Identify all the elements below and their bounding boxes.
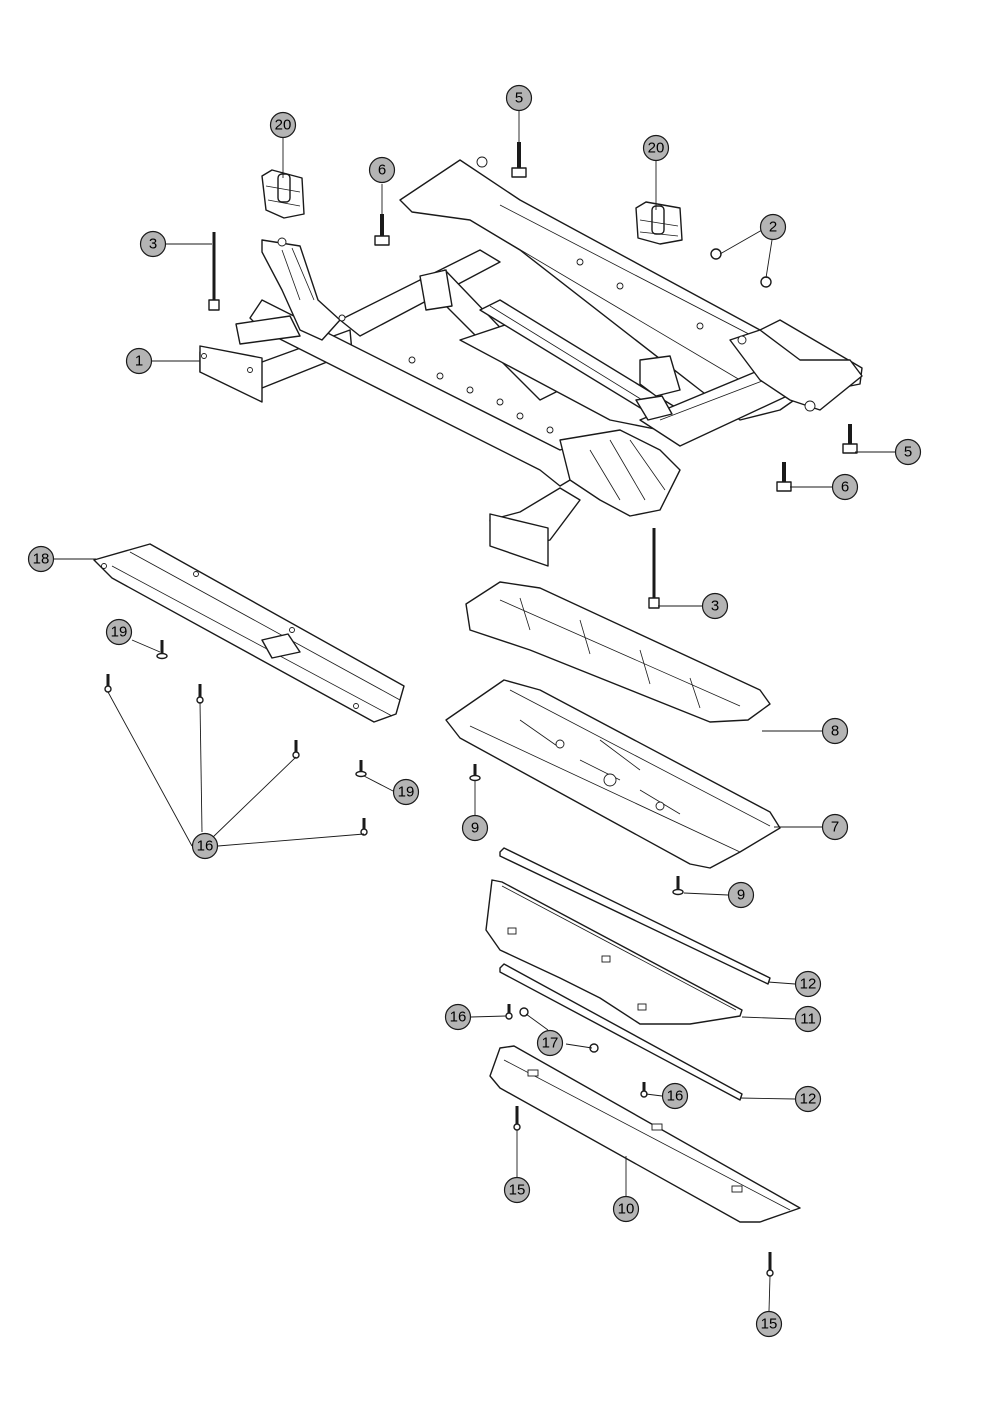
skid-plate-8	[465, 581, 771, 723]
callout-16: 16	[444, 1003, 472, 1031]
bolt-6-upper	[374, 214, 390, 246]
svg-text:15: 15	[761, 1316, 778, 1333]
callout-5: 5	[894, 438, 922, 466]
callout-17: 17	[536, 1029, 564, 1057]
svg-text:7: 7	[831, 819, 839, 836]
callout-10: 10	[612, 1195, 640, 1223]
callout-6: 6	[368, 156, 396, 184]
svg-text:12: 12	[800, 976, 817, 993]
callout-3: 3	[139, 230, 167, 258]
svg-text:6: 6	[378, 162, 386, 179]
bolt-6-lower	[776, 462, 792, 492]
callout-8: 8	[821, 717, 849, 745]
callout-15: 15	[503, 1176, 531, 1204]
svg-text:19: 19	[398, 784, 415, 801]
callout-1: 1	[125, 347, 153, 375]
mount-bracket-left	[261, 169, 305, 219]
callout-5: 5	[505, 84, 533, 112]
svg-text:16: 16	[197, 838, 214, 855]
mount-bracket-right	[635, 201, 683, 245]
strip-12-upper	[499, 847, 771, 985]
callout-11: 11	[794, 1005, 822, 1033]
svg-text:17: 17	[542, 1035, 559, 1052]
svg-text:19: 19	[111, 624, 128, 641]
svg-text:20: 20	[648, 140, 665, 157]
svg-text:18: 18	[33, 551, 50, 568]
callout-16: 16	[661, 1082, 689, 1110]
skid-plate-7	[445, 679, 781, 869]
svg-text:11: 11	[800, 1011, 816, 1028]
callout-6: 6	[831, 473, 859, 501]
callout-20: 20	[642, 134, 670, 162]
callout-20: 20	[269, 111, 297, 139]
svg-text:5: 5	[515, 90, 523, 107]
svg-text:8: 8	[831, 723, 839, 740]
bolt-5-upper	[511, 142, 527, 178]
callout-15: 15	[755, 1310, 783, 1338]
bolt-3-lower	[648, 528, 660, 609]
callout-9: 9	[727, 881, 755, 909]
svg-text:9: 9	[737, 887, 745, 904]
svg-text:1: 1	[135, 353, 143, 370]
svg-text:10: 10	[618, 1201, 635, 1218]
callout-12: 12	[794, 970, 822, 998]
svg-text:20: 20	[275, 117, 292, 134]
bolt-3-upper	[208, 232, 220, 311]
clips-17	[519, 1007, 599, 1053]
strip-12-lower	[499, 963, 743, 1101]
nuts-2	[710, 248, 772, 288]
panel-11	[485, 879, 743, 1025]
fasteners-19	[156, 640, 367, 778]
svg-text:16: 16	[667, 1088, 684, 1105]
leader-lines	[54, 111, 895, 1312]
subframe	[199, 156, 863, 567]
callout-18: 18	[27, 545, 55, 573]
callout-3: 3	[701, 592, 729, 620]
bolt-5-lower	[842, 424, 858, 454]
shield-18	[93, 543, 405, 723]
fasteners-15	[513, 1106, 774, 1277]
svg-text:2: 2	[769, 219, 777, 236]
callout-19: 19	[392, 778, 420, 806]
svg-text:5: 5	[904, 444, 912, 461]
svg-text:12: 12	[800, 1091, 817, 1108]
callout-19: 19	[105, 618, 133, 646]
svg-text:3: 3	[711, 598, 719, 615]
svg-text:3: 3	[149, 236, 157, 253]
fasteners-16	[104, 674, 648, 1098]
svg-text:6: 6	[841, 479, 849, 496]
callout-9: 9	[461, 814, 489, 842]
svg-text:15: 15	[509, 1182, 526, 1199]
callout-2: 2	[759, 213, 787, 241]
svg-text:16: 16	[450, 1009, 467, 1026]
rail-10	[489, 1045, 801, 1223]
svg-text:9: 9	[471, 820, 479, 837]
callout-7: 7	[821, 813, 849, 841]
callout-16: 16	[191, 832, 219, 860]
callout-12: 12	[794, 1085, 822, 1113]
